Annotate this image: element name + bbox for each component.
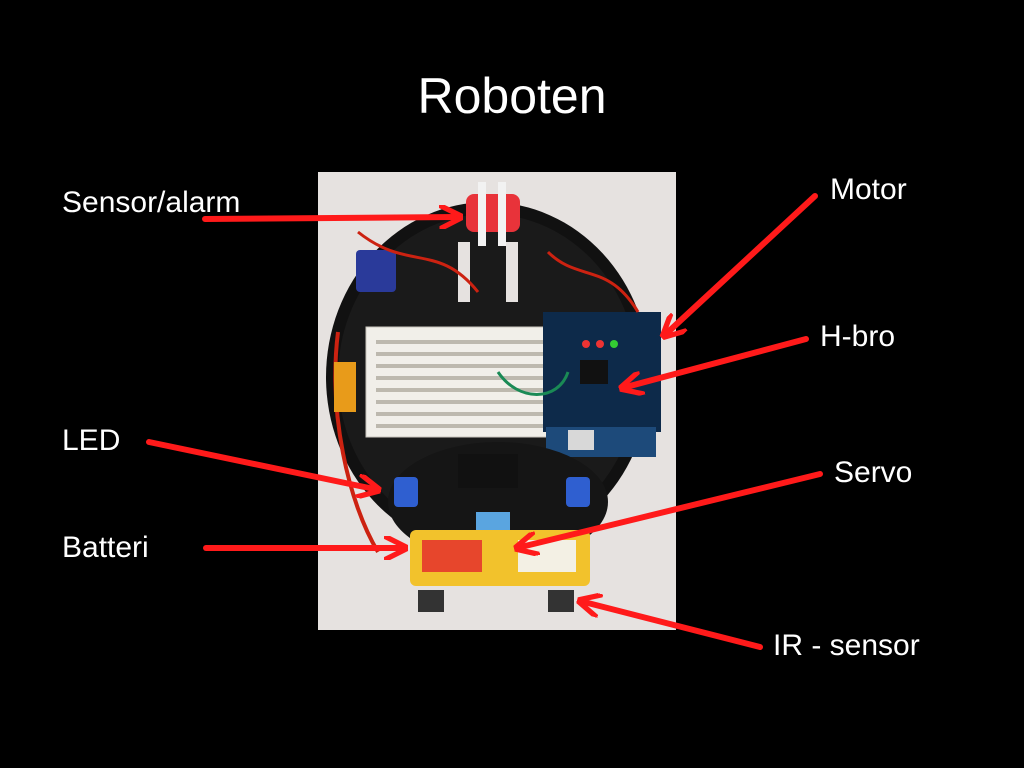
slide-title: Roboten (417, 68, 607, 124)
arrow-led (146, 439, 374, 489)
arrow-sensor (202, 217, 456, 219)
arrow-hbro (626, 336, 809, 387)
label-ir-sensor: IR - sensor (773, 629, 920, 662)
arrow-ir (584, 602, 763, 650)
label-batteri: Batteri (62, 531, 149, 564)
label-led: LED (62, 424, 121, 457)
arrow-motor (667, 193, 818, 333)
label-h-bro: H-bro (820, 320, 896, 353)
robot-photo (318, 172, 676, 630)
arrow-servo (521, 471, 823, 547)
label-motor: Motor (830, 173, 907, 206)
robot-illustration (326, 182, 661, 612)
label-servo: Servo (834, 456, 913, 489)
label-sensor-alarm: Sensor/alarm (62, 186, 241, 219)
